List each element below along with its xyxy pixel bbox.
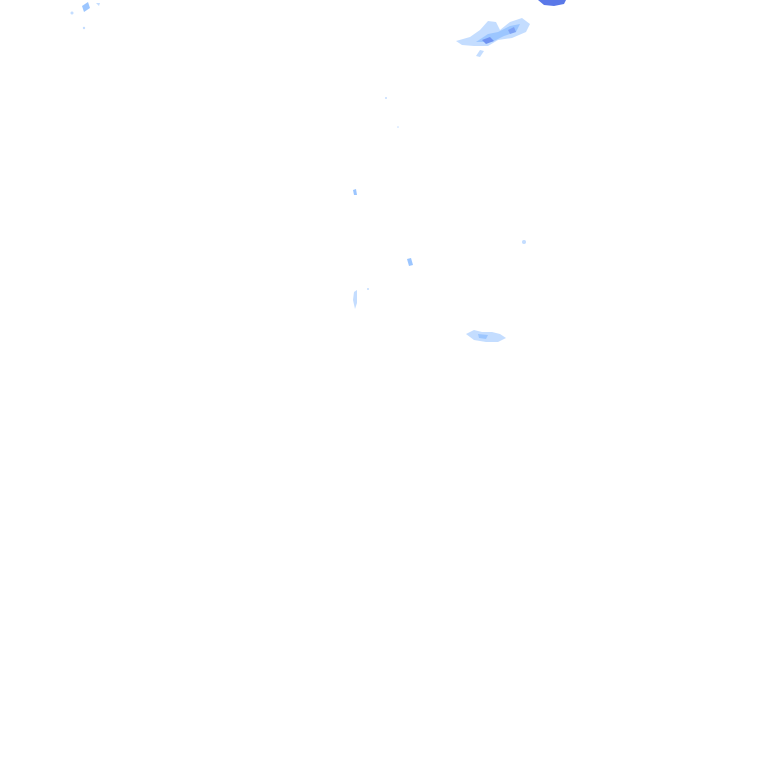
precip-heavy-top — [538, 0, 566, 6]
precip-speck-1 — [353, 189, 357, 195]
precip-nw-dot-2 — [82, 26, 86, 30]
precip-cell-northwest — [70, 2, 100, 30]
precip-speck-3 — [353, 290, 357, 309]
precip-core — [482, 37, 494, 44]
precip-nw-dot — [70, 11, 74, 15]
precip-band-mid — [476, 24, 520, 42]
precip-speck-7 — [367, 288, 369, 290]
precip-nw — [82, 2, 90, 12]
precip-core-2 — [508, 27, 516, 34]
precip-cell-top-edge — [538, 0, 566, 6]
precip-speck-5 — [385, 97, 387, 99]
precip-speck-4 — [522, 240, 526, 244]
precip-nw-2 — [96, 3, 100, 6]
precip-speck-6 — [397, 126, 399, 128]
precip-band-main — [456, 18, 530, 46]
precip-cell-northeast — [456, 18, 530, 57]
precip-cell-scattered — [353, 97, 526, 309]
precip-tail — [476, 50, 484, 57]
precip-cell-central — [466, 330, 506, 342]
precip-speck-2 — [407, 258, 413, 266]
precip-central-mid — [478, 334, 488, 339]
